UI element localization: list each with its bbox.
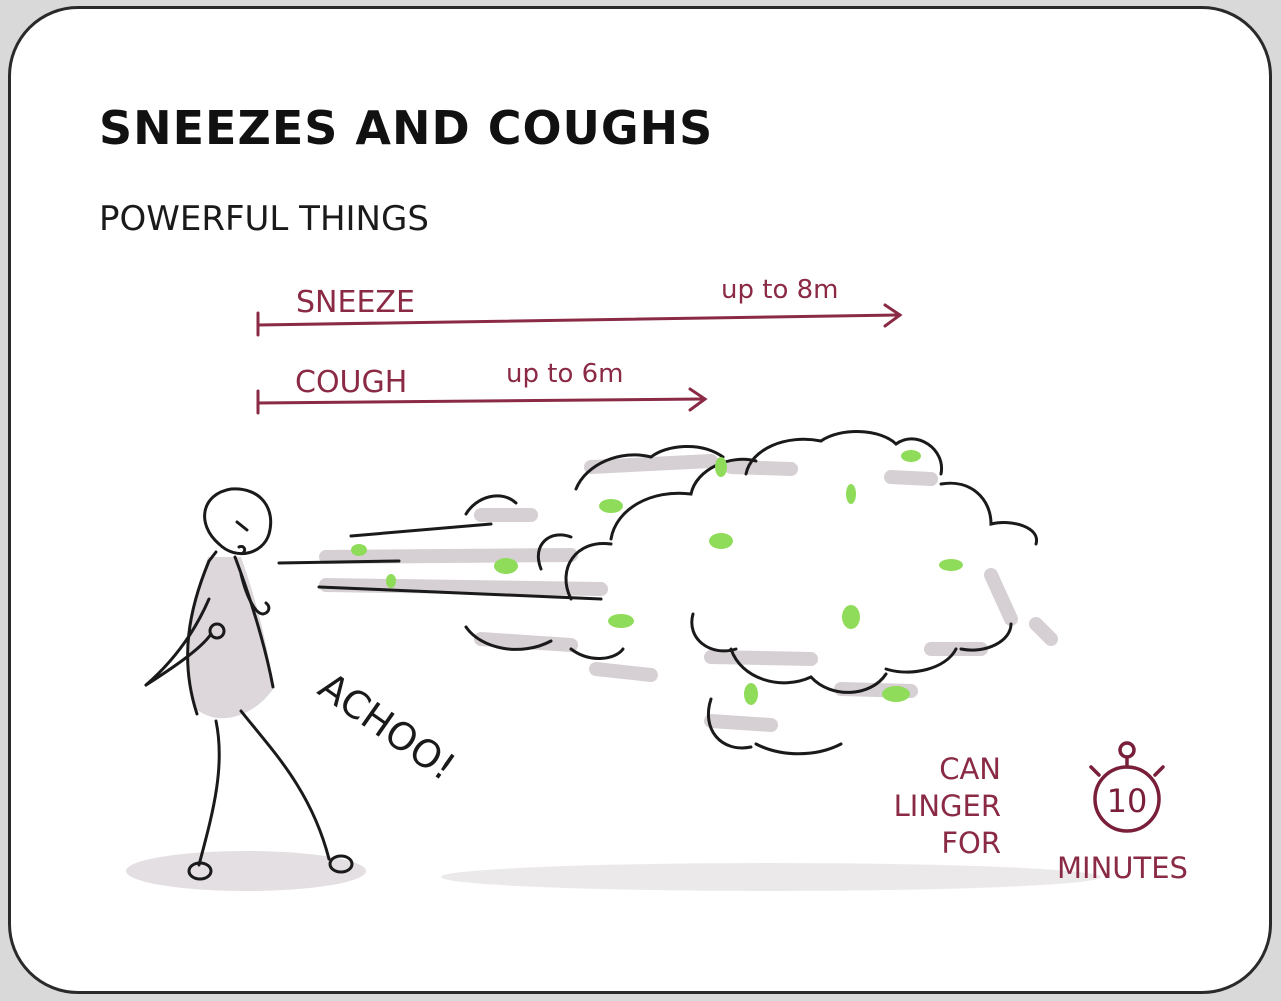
linger-line-3: FOR xyxy=(841,825,1001,862)
cloud-shadow xyxy=(441,863,1101,891)
page-subtitle: POWERFUL THINGS xyxy=(99,199,429,239)
cough-label: COUGH xyxy=(295,365,407,400)
sneeze-label: SNEEZE xyxy=(296,285,415,320)
illustration xyxy=(11,9,1272,994)
timer-value: 10 xyxy=(1102,782,1152,820)
timer-unit: MINUTES xyxy=(1057,851,1188,885)
cough-distance: up to 6m xyxy=(506,359,623,389)
sneeze-distance: up to 8m xyxy=(721,275,838,305)
linger-line-2: LINGER xyxy=(841,788,1001,825)
diagram-card: SNEEZES AND COUGHS POWERFUL THINGS SNEEZ… xyxy=(8,6,1272,994)
page-title: SNEEZES AND COUGHS xyxy=(99,101,713,155)
linger-line-1: CAN xyxy=(841,751,1001,788)
linger-text: CAN LINGER FOR xyxy=(841,751,1001,862)
